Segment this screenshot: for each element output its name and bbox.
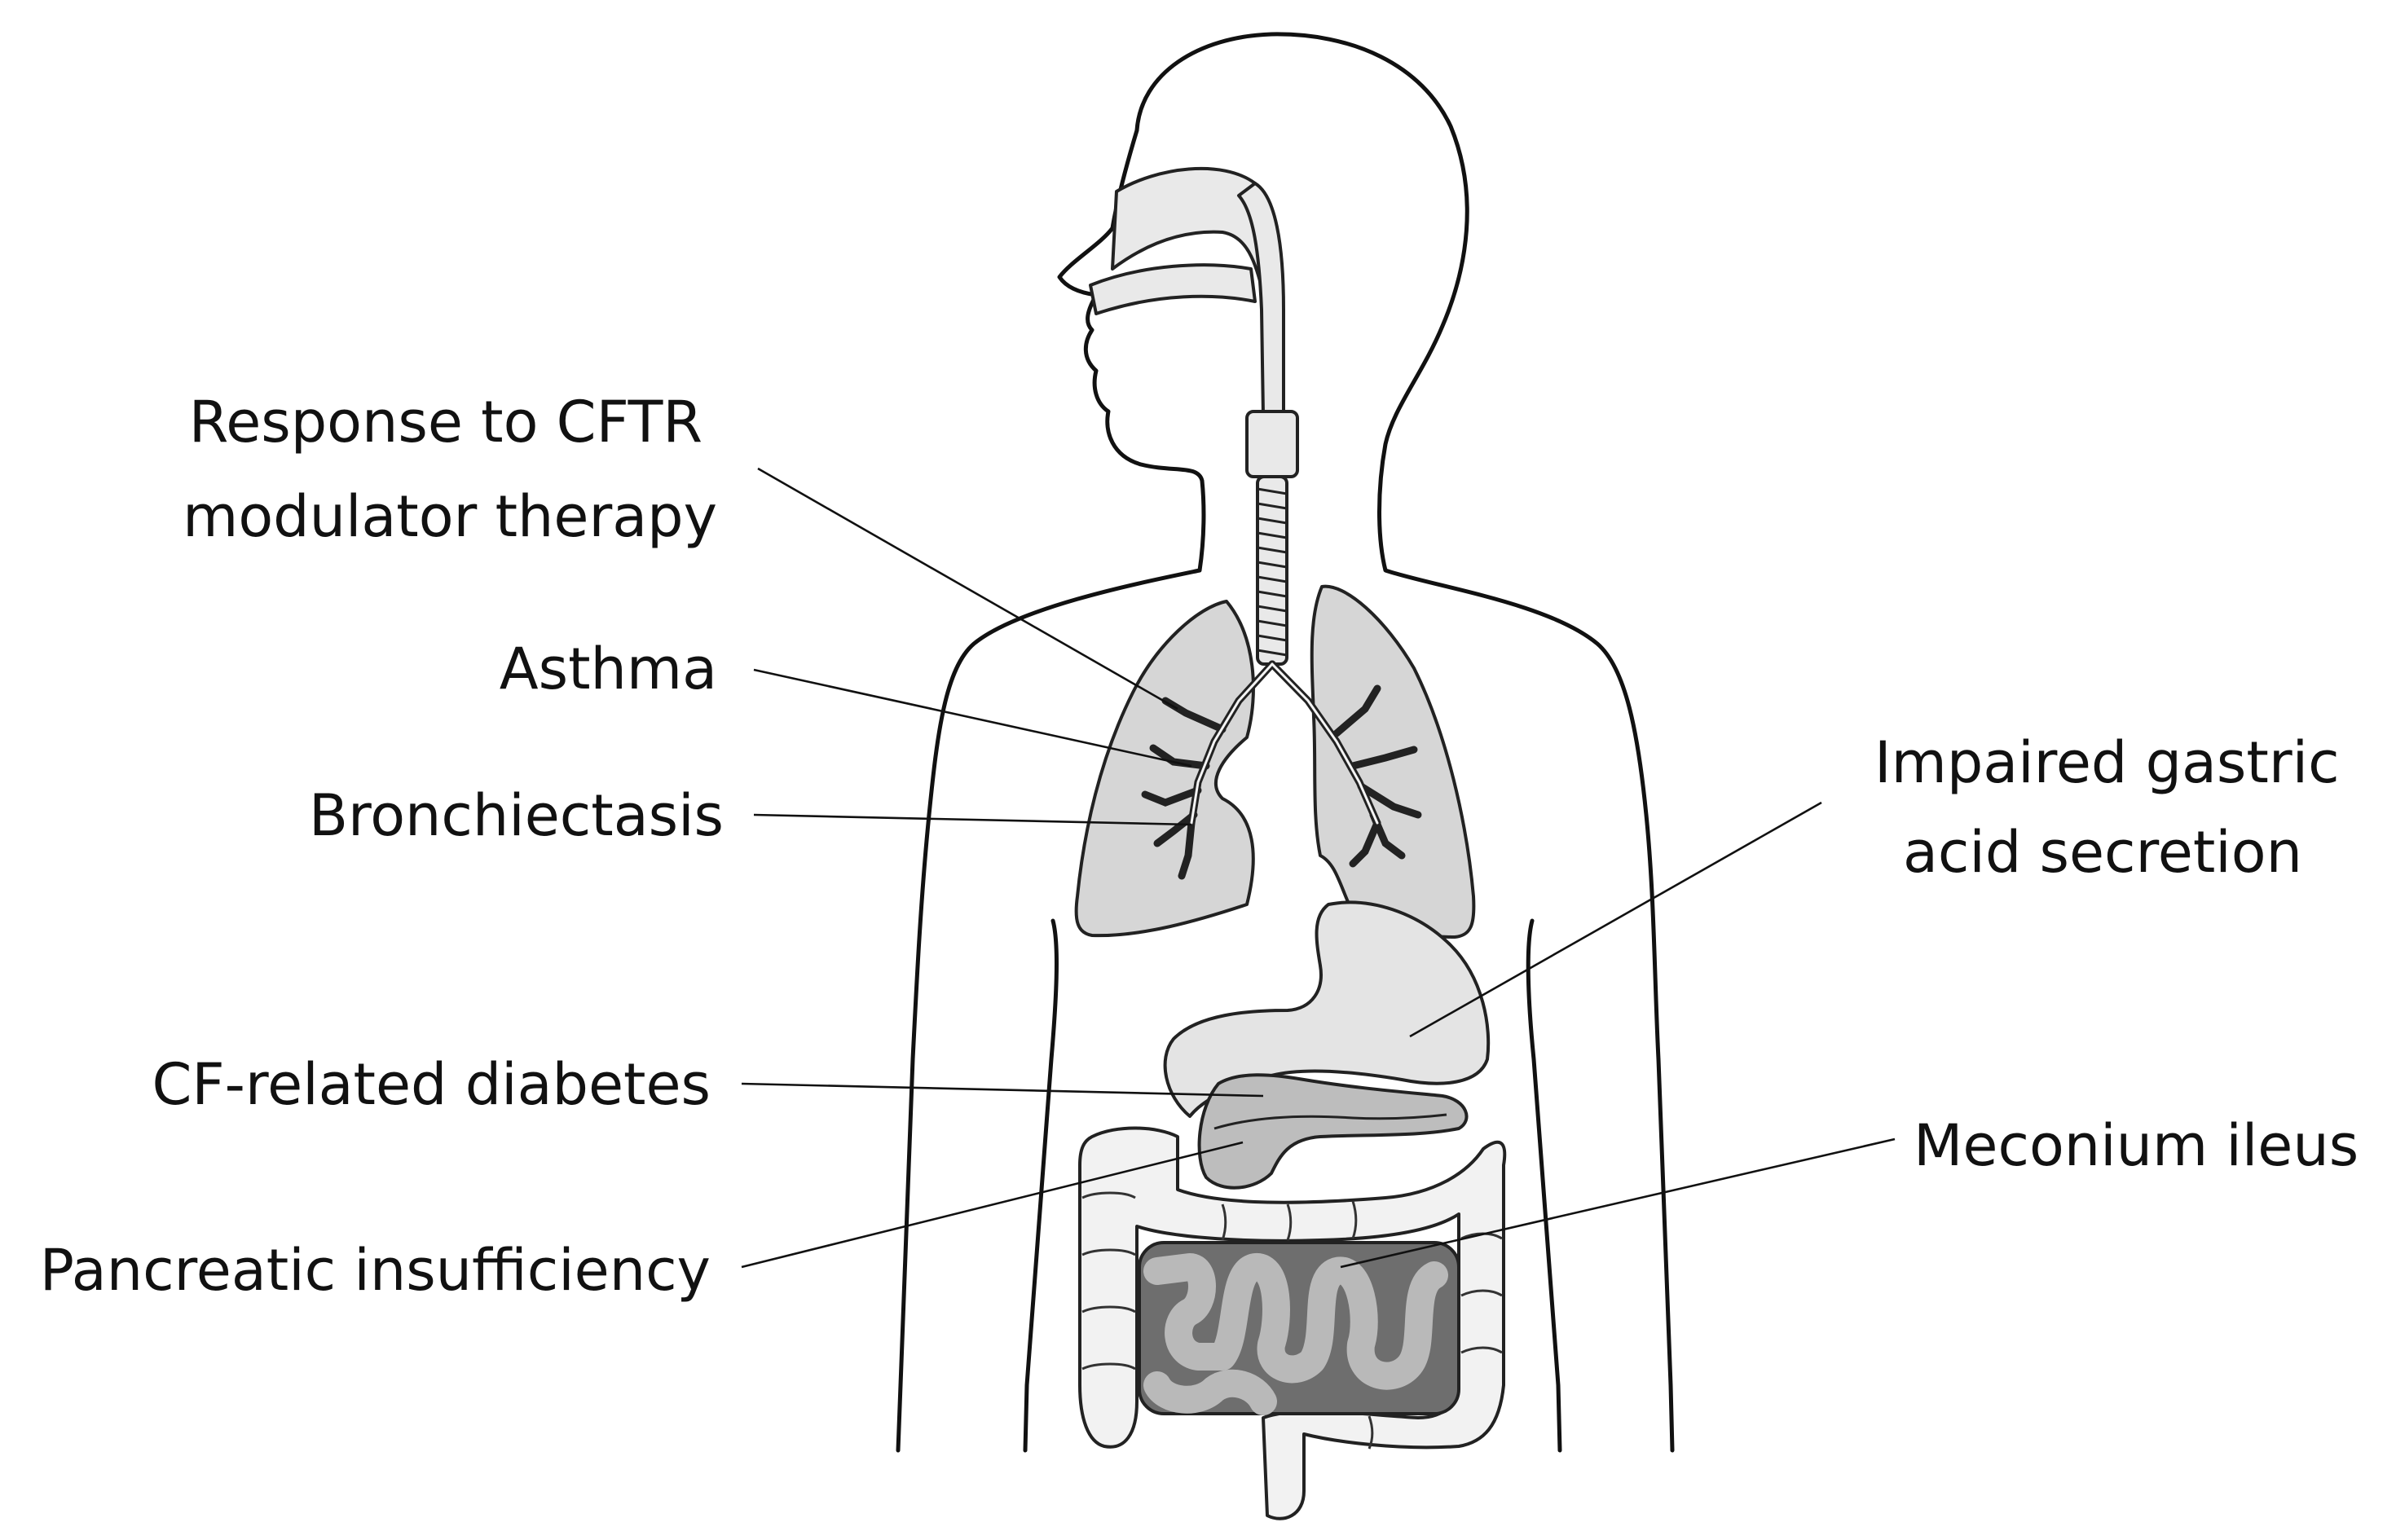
- label-cftr-line1: Response to CFTR: [189, 389, 703, 455]
- leader-cftr: [757, 467, 1178, 711]
- leader-gastric: [1409, 801, 1822, 1038]
- face-profile: [896, 128, 1206, 1453]
- left-lung: [1074, 600, 1255, 938]
- small-intestine-loops: [1143, 1253, 1448, 1390]
- leader-cfrd: [741, 1082, 1264, 1098]
- label-cftr-line2: modulator therapy: [183, 483, 717, 550]
- lungs: [1074, 584, 1476, 939]
- leader-lines: [741, 467, 1896, 1269]
- leader-bronchiectasis: [753, 813, 1192, 826]
- label-gastric-line1: Impaired gastric: [1874, 729, 2340, 796]
- trachea-rings: [1257, 487, 1288, 657]
- large-intestine: [1078, 1126, 1507, 1520]
- small-intestine-lower-loops: [1143, 1369, 1277, 1415]
- inner-arm-left: [1023, 918, 1059, 1453]
- upper-airway: [1089, 166, 1299, 478]
- body-silhouette: [896, 32, 1675, 1453]
- colon-haustra: [1081, 1191, 1503, 1450]
- leader-meconium: [1340, 1137, 1896, 1269]
- labels: Response to CFTR modulator therapy Asthm…: [40, 389, 2359, 1304]
- small-intestine: [1138, 1241, 1460, 1415]
- label-asthma: Asthma: [500, 636, 717, 702]
- larynx: [1245, 410, 1299, 478]
- right-lung: [1310, 584, 1476, 939]
- pancreas: [1197, 1073, 1469, 1190]
- label-gastric-line2: acid secretion: [1903, 819, 2302, 886]
- body-outline: [1134, 32, 1675, 1453]
- label-meconium: Meconium ileus: [1914, 1112, 2359, 1179]
- leader-pancreatic: [741, 1141, 1244, 1269]
- label-bronchiectasis: Bronchiectasis: [309, 782, 724, 849]
- pancreatic-duct: [1213, 1113, 1447, 1130]
- label-pancreatic: Pancreatic insufficiency: [40, 1237, 711, 1304]
- oral-cavity: [1089, 263, 1257, 315]
- trachea: [1256, 475, 1288, 666]
- leader-asthma: [753, 668, 1192, 768]
- label-cfrd: CF-related diabetes: [152, 1051, 711, 1118]
- inner-arm-right: [1526, 918, 1562, 1453]
